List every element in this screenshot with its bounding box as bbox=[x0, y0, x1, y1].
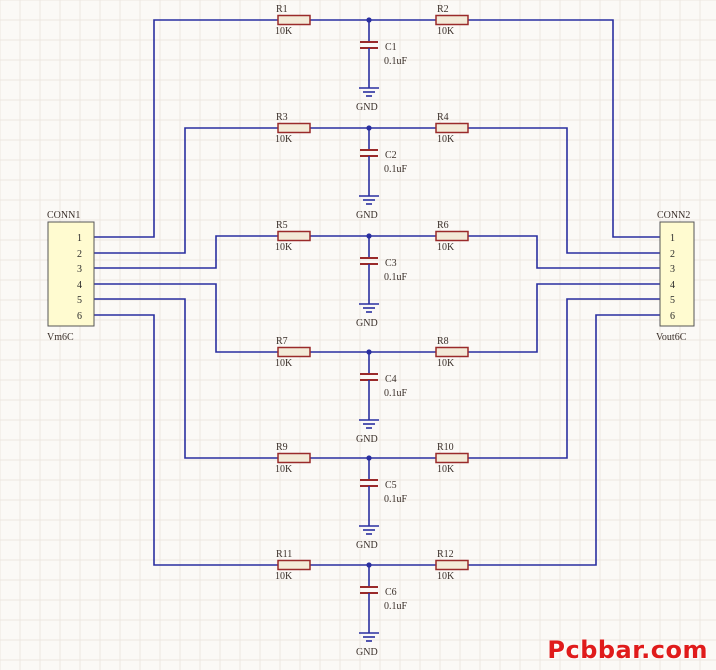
resistor bbox=[277, 346, 311, 358]
resistor bbox=[435, 14, 469, 26]
resistor bbox=[435, 122, 469, 134]
filter-stage: R3 10K R4 10K C2 0.1uF GND bbox=[275, 112, 469, 221]
ground-label: GND bbox=[356, 647, 378, 658]
wire-input bbox=[94, 314, 310, 566]
resistor-value: 10K bbox=[437, 26, 455, 37]
pin-number: 1 bbox=[77, 233, 82, 244]
connector-part: Vout6C bbox=[656, 332, 687, 343]
filter-stage: R1 10K R2 10K C1 0.1uF GND bbox=[275, 4, 469, 113]
wire-output bbox=[468, 283, 660, 353]
capacitor-value: 0.1uF bbox=[384, 56, 408, 67]
ground-label: GND bbox=[356, 540, 378, 551]
ground-label: GND bbox=[356, 210, 378, 221]
wire-input bbox=[94, 298, 310, 459]
resistor-value: 10K bbox=[437, 358, 455, 369]
capacitor-designator: C3 bbox=[385, 258, 397, 269]
resistor-value: 10K bbox=[275, 134, 293, 145]
capacitor-designator: C4 bbox=[385, 374, 397, 385]
filter-stage: R9 10K R10 10K C5 0.1uF GND bbox=[275, 442, 469, 551]
resistor bbox=[277, 14, 311, 26]
wire-output bbox=[468, 19, 660, 238]
resistor-designator: R3 bbox=[276, 112, 288, 123]
connector-name: CONN2 bbox=[657, 210, 690, 221]
capacitor-value: 0.1uF bbox=[384, 388, 408, 399]
resistor bbox=[277, 559, 311, 571]
capacitor-designator: C1 bbox=[385, 42, 397, 53]
resistor bbox=[277, 122, 311, 134]
connector-pins: 1 2 3 4 5 6 bbox=[77, 233, 82, 322]
connector-pins: 1 2 3 4 5 6 bbox=[670, 233, 675, 322]
resistor-designator: R8 bbox=[437, 336, 449, 347]
resistor-value: 10K bbox=[437, 571, 455, 582]
resistor-designator: R10 bbox=[437, 442, 454, 453]
resistor-designator: R6 bbox=[437, 220, 449, 231]
wire-input bbox=[94, 127, 310, 254]
pin-number: 5 bbox=[670, 295, 675, 306]
connector-body bbox=[47, 221, 95, 327]
resistor-value: 10K bbox=[437, 134, 455, 145]
resistor-designator: R1 bbox=[276, 4, 288, 15]
pin-number: 3 bbox=[77, 264, 82, 275]
connector-body bbox=[659, 221, 695, 327]
pin-number: 6 bbox=[670, 311, 675, 322]
resistor-value: 10K bbox=[437, 464, 455, 475]
filter-stages: R1 10K R2 10K C1 0.1uF GND R3 10K R4 10K C2 0.1uF GND… bbox=[275, 4, 469, 658]
resistor-value: 10K bbox=[275, 358, 293, 369]
wire-input bbox=[94, 19, 310, 238]
wire-input bbox=[94, 283, 310, 353]
ground-label: GND bbox=[356, 102, 378, 113]
pin-number: 2 bbox=[77, 249, 82, 260]
filter-stage: R7 10K R8 10K C4 0.1uF GND bbox=[275, 336, 469, 445]
ground-label: GND bbox=[356, 434, 378, 445]
resistor bbox=[435, 230, 469, 242]
capacitor-value: 0.1uF bbox=[384, 494, 408, 505]
resistor bbox=[435, 452, 469, 464]
connector-name: CONN1 bbox=[47, 210, 80, 221]
resistor-designator: R11 bbox=[276, 549, 292, 560]
wire-output bbox=[468, 298, 660, 459]
wire-input bbox=[94, 235, 310, 269]
resistor-designator: R5 bbox=[276, 220, 288, 231]
capacitor-value: 0.1uF bbox=[384, 601, 408, 612]
wires bbox=[94, 19, 660, 566]
connector-part: Vm6C bbox=[47, 332, 74, 343]
resistor-value: 10K bbox=[275, 571, 293, 582]
pin-number: 3 bbox=[670, 264, 675, 275]
resistor-value: 10K bbox=[275, 242, 293, 253]
resistor-designator: R9 bbox=[276, 442, 288, 453]
wire-output bbox=[468, 235, 660, 269]
filter-stage: R5 10K R6 10K C3 0.1uF GND bbox=[275, 220, 469, 329]
resistor bbox=[435, 559, 469, 571]
watermark: Pcbbar.com bbox=[547, 636, 708, 664]
filter-stage: R11 10K R12 10K C6 0.1uF GND bbox=[275, 549, 469, 658]
resistor bbox=[277, 230, 311, 242]
resistor-designator: R12 bbox=[437, 549, 454, 560]
connector-conn1: CONN1 Vm6C 1 2 3 4 5 6 bbox=[47, 210, 95, 343]
capacitor-designator: C6 bbox=[385, 587, 397, 598]
resistor-designator: R4 bbox=[437, 112, 449, 123]
resistor-value: 10K bbox=[437, 242, 455, 253]
capacitor-designator: C2 bbox=[385, 150, 397, 161]
resistor-value: 10K bbox=[275, 464, 293, 475]
connector-conn2: CONN2 Vout6C 1 2 3 4 5 6 bbox=[656, 210, 695, 343]
resistor bbox=[435, 346, 469, 358]
pin-number: 5 bbox=[77, 295, 82, 306]
resistor bbox=[277, 452, 311, 464]
resistor-designator: R7 bbox=[276, 336, 288, 347]
capacitor-value: 0.1uF bbox=[384, 272, 408, 283]
capacitor-value: 0.1uF bbox=[384, 164, 408, 175]
pin-number: 4 bbox=[670, 280, 675, 291]
pin-number: 2 bbox=[670, 249, 675, 260]
ground-label: GND bbox=[356, 318, 378, 329]
capacitor-designator: C5 bbox=[385, 480, 397, 491]
pin-number: 6 bbox=[77, 311, 82, 322]
pin-number: 1 bbox=[670, 233, 675, 244]
resistor-designator: R2 bbox=[437, 4, 449, 15]
wire-output bbox=[468, 314, 660, 566]
wire-output bbox=[468, 127, 660, 254]
pin-number: 4 bbox=[77, 280, 82, 291]
resistor-value: 10K bbox=[275, 26, 293, 37]
